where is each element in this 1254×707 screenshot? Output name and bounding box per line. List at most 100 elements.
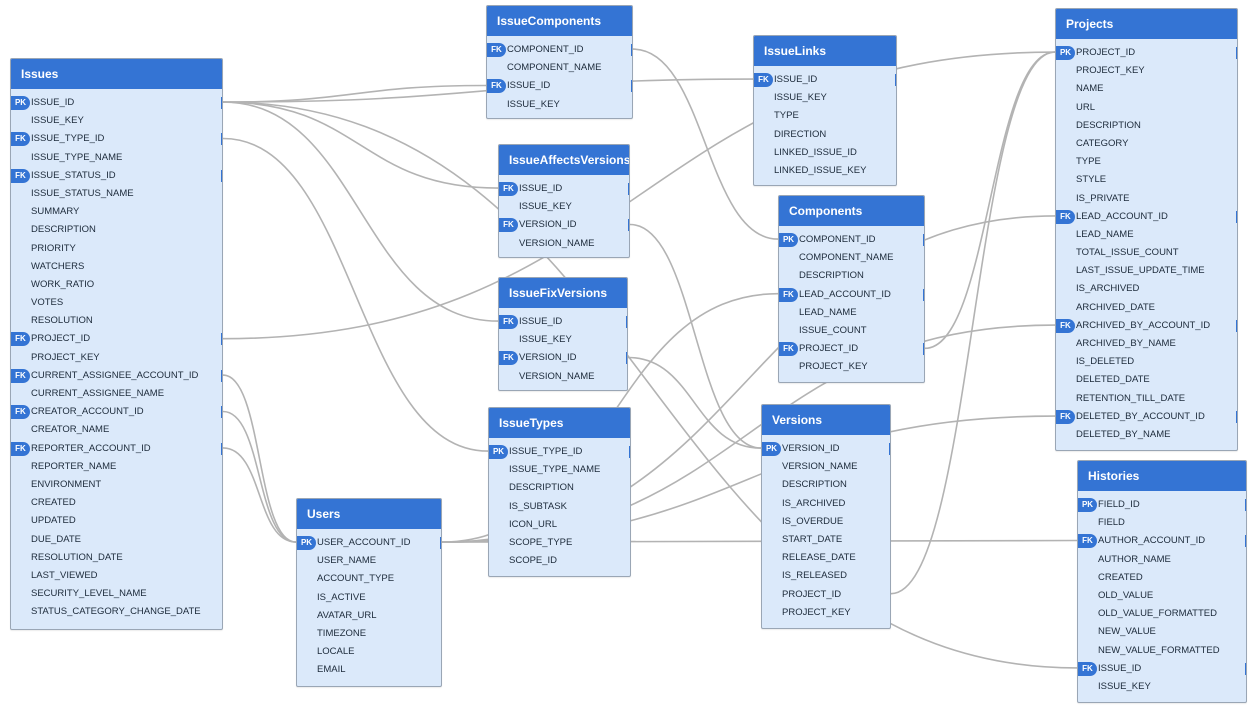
- column-row[interactable]: PROJECT_KEY: [1056, 62, 1237, 80]
- column-row[interactable]: IS_DELETED: [1056, 353, 1237, 371]
- column-row[interactable]: DESCRIPTION: [1056, 117, 1237, 135]
- column-row[interactable]: START_DATE: [762, 531, 890, 549]
- column-row[interactable]: CATEGORY: [1056, 135, 1237, 153]
- column-row[interactable]: IS_PRIVATE: [1056, 190, 1237, 208]
- column-row[interactable]: CREATOR_NAME: [11, 421, 222, 439]
- column-row[interactable]: DUE_DATE: [11, 531, 222, 549]
- column-row[interactable]: DESCRIPTION: [11, 221, 222, 239]
- column-row[interactable]: LOCALE: [297, 643, 441, 661]
- column-row[interactable]: IS_OVERDUE: [762, 513, 890, 531]
- column-row[interactable]: NEW_VALUE_FORMATTED: [1078, 642, 1246, 660]
- column-row[interactable]: PROJECT_KEY: [779, 358, 924, 376]
- table-title[interactable]: Projects: [1056, 9, 1237, 39]
- table-title[interactable]: Versions: [762, 405, 890, 435]
- table-title[interactable]: IssueComponents: [487, 6, 632, 36]
- column-row[interactable]: OLD_VALUE: [1078, 587, 1246, 605]
- relationship-line[interactable]: [222, 101, 499, 322]
- relationship-line[interactable]: [222, 137, 489, 452]
- column-row[interactable]: LEAD_NAME: [1056, 226, 1237, 244]
- column-row[interactable]: ISSUE_KEY: [754, 89, 896, 107]
- table-title[interactable]: Issues: [11, 59, 222, 89]
- column-row[interactable]: DELETED_BY_NAME: [1056, 426, 1237, 444]
- relationship-line[interactable]: [222, 51, 1056, 340]
- connector-port[interactable]: [1236, 319, 1237, 332]
- column-row[interactable]: PRIORITY: [11, 240, 222, 258]
- connector-port[interactable]: [1245, 499, 1246, 511]
- column-row[interactable]: COMPONENT_NAME: [487, 59, 632, 77]
- column-row[interactable]: UPDATED: [11, 512, 222, 530]
- column-row[interactable]: VERSION_NAME: [499, 235, 629, 253]
- column-row[interactable]: AUTHOR_NAME: [1078, 551, 1246, 569]
- connector-port[interactable]: [631, 80, 632, 93]
- column-row[interactable]: USER_NAME: [297, 552, 441, 570]
- column-row[interactable]: ENVIRONMENT: [11, 476, 222, 494]
- column-row[interactable]: LINKED_ISSUE_KEY: [754, 162, 896, 180]
- column-row[interactable]: FIELD: [1078, 514, 1246, 532]
- column-row[interactable]: RETENTION_TILL_DATE: [1056, 390, 1237, 408]
- column-row[interactable]: ISSUE_KEY: [1078, 678, 1246, 696]
- connector-port[interactable]: [1245, 662, 1246, 675]
- column-row[interactable]: VERSION_NAME: [499, 368, 627, 386]
- column-row[interactable]: EMAIL: [297, 661, 441, 679]
- table-title[interactable]: Components: [779, 196, 924, 226]
- connector-port[interactable]: [923, 343, 924, 356]
- column-row[interactable]: ISSUE_KEY: [499, 198, 629, 216]
- relationship-line[interactable]: [629, 223, 762, 449]
- column-row[interactable]: URL: [1056, 99, 1237, 117]
- relationship-line[interactable]: [924, 51, 1056, 350]
- connector-port[interactable]: [626, 316, 627, 328]
- connector-port[interactable]: [221, 442, 222, 455]
- column-row[interactable]: IS_ARCHIVED: [1056, 280, 1237, 298]
- table-title[interactable]: IssueFixVersions: [499, 278, 627, 308]
- table-title[interactable]: IssueTypes: [489, 408, 630, 438]
- table-title[interactable]: Users: [297, 499, 441, 529]
- connector-port[interactable]: [629, 446, 630, 458]
- connector-port[interactable]: [221, 333, 222, 346]
- column-row[interactable]: STATUS_CATEGORY_CHANGE_DATE: [11, 603, 222, 621]
- column-row[interactable]: DELETED_DATE: [1056, 371, 1237, 389]
- connector-port[interactable]: [221, 406, 222, 419]
- column-row[interactable]: ISSUE_KEY: [487, 96, 632, 114]
- column-row[interactable]: ICON_URL: [489, 516, 630, 534]
- column-row[interactable]: TOTAL_ISSUE_COUNT: [1056, 244, 1237, 262]
- relationship-line[interactable]: [627, 356, 762, 449]
- column-row[interactable]: WATCHERS: [11, 258, 222, 276]
- table-title[interactable]: Histories: [1078, 461, 1246, 491]
- column-row[interactable]: LINKED_ISSUE_ID: [754, 144, 896, 162]
- column-row[interactable]: LAST_ISSUE_UPDATE_TIME: [1056, 262, 1237, 280]
- connector-port[interactable]: [631, 44, 632, 56]
- column-row[interactable]: ARCHIVED_DATE: [1056, 299, 1237, 317]
- connector-port[interactable]: [626, 352, 627, 365]
- connector-port[interactable]: [221, 133, 222, 146]
- column-row[interactable]: DESCRIPTION: [489, 479, 630, 497]
- column-row[interactable]: RELEASE_DATE: [762, 549, 890, 567]
- connector-port[interactable]: [221, 97, 222, 109]
- column-row[interactable]: TIMEZONE: [297, 625, 441, 643]
- column-row[interactable]: IS_ARCHIVED: [762, 495, 890, 513]
- column-row[interactable]: TYPE: [1056, 153, 1237, 171]
- connector-port[interactable]: [1245, 535, 1246, 548]
- column-row[interactable]: COMPONENT_NAME: [779, 249, 924, 267]
- connector-port[interactable]: [923, 288, 924, 301]
- relationship-line[interactable]: [222, 410, 297, 543]
